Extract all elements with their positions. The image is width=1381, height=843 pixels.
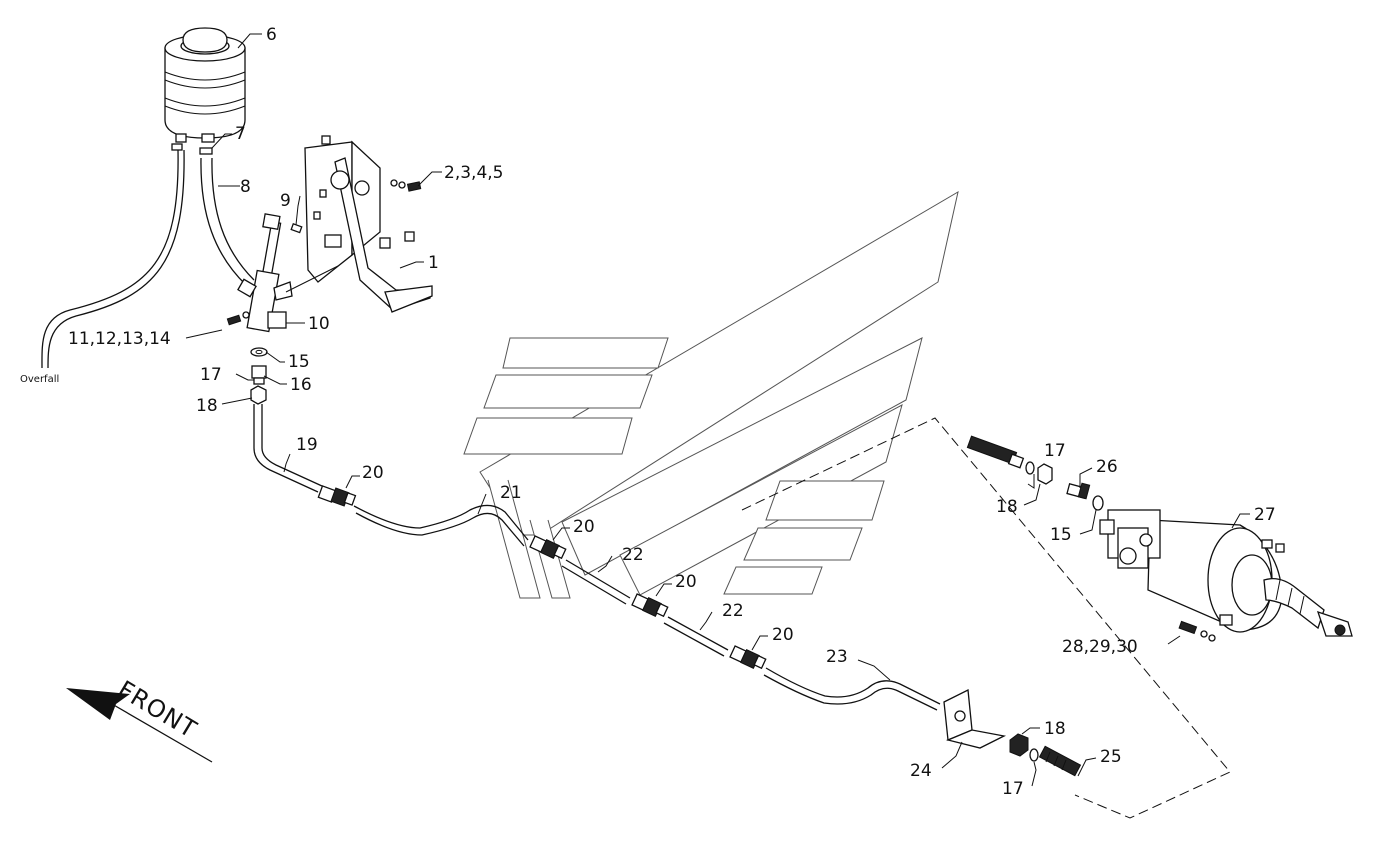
hydraulic-line-19 bbox=[253, 404, 319, 493]
label-20a: 20 bbox=[362, 463, 384, 483]
bolts-28-29-30 bbox=[1178, 620, 1216, 642]
washer-17-lower bbox=[1029, 748, 1039, 762]
label-11-14: 11,12,13,14 bbox=[68, 329, 171, 349]
label-18c: 18 bbox=[1044, 719, 1066, 739]
hydraulic-line-22a bbox=[565, 559, 631, 599]
label-15b: 15 bbox=[1050, 525, 1072, 545]
label-19: 19 bbox=[296, 435, 318, 455]
label-26: 26 bbox=[1096, 457, 1118, 477]
union-20b bbox=[529, 535, 567, 560]
label-2-3-4-5: 2,3,4,5 bbox=[444, 163, 503, 183]
label-7: 7 bbox=[235, 124, 246, 144]
label-9: 9 bbox=[280, 191, 291, 211]
nut-18 bbox=[250, 385, 267, 405]
watermark-logo bbox=[463, 190, 959, 599]
label-22b: 22 bbox=[722, 601, 744, 621]
label-24: 24 bbox=[910, 761, 932, 781]
phantom-lines bbox=[741, 417, 1231, 819]
front-label: FRONT bbox=[113, 675, 202, 744]
fitting-26 bbox=[1066, 482, 1091, 500]
label-15a: 15 bbox=[288, 352, 310, 372]
label-16: 16 bbox=[290, 375, 312, 395]
washer-15-upper bbox=[1092, 495, 1104, 511]
union-20c bbox=[631, 593, 669, 618]
hose-fitting-upper bbox=[966, 435, 1025, 469]
label-17b: 17 bbox=[1044, 441, 1066, 461]
pedal-bracket bbox=[304, 135, 433, 313]
label-10: 10 bbox=[308, 314, 330, 334]
union-20d bbox=[729, 645, 767, 670]
label-17c: 17 bbox=[1002, 779, 1024, 799]
label-21: 21 bbox=[500, 483, 522, 503]
overfall-label: Overfall bbox=[20, 374, 59, 385]
label-20c: 20 bbox=[675, 572, 697, 592]
union-16-17 bbox=[251, 365, 267, 385]
label-22a: 22 bbox=[622, 545, 644, 565]
label-18a: 18 bbox=[196, 396, 218, 416]
label-8: 8 bbox=[240, 177, 251, 197]
bleeder-11-14 bbox=[226, 311, 250, 326]
washer-15 bbox=[250, 347, 268, 357]
label-25: 25 bbox=[1100, 747, 1122, 767]
leader-lines bbox=[185, 33, 1250, 787]
label-18b: 18 bbox=[996, 497, 1018, 517]
label-6: 6 bbox=[266, 25, 277, 45]
washer-17-upper bbox=[1025, 461, 1035, 475]
label-27: 27 bbox=[1254, 505, 1276, 525]
fluid-reservoir bbox=[164, 27, 246, 143]
label-20d: 20 bbox=[772, 625, 794, 645]
label-17a: 17 bbox=[200, 365, 222, 385]
label-28-29-30: 28,29,30 bbox=[1062, 637, 1138, 657]
bracket-24 bbox=[943, 688, 1007, 749]
label-23: 23 bbox=[826, 647, 848, 667]
hose-fitting-25 bbox=[1038, 745, 1082, 777]
front-arrow bbox=[66, 688, 213, 763]
nut-18-lower bbox=[1009, 733, 1029, 757]
overflow-hose bbox=[41, 149, 179, 369]
reservoir-hose-8 bbox=[200, 157, 247, 286]
hydraulic-line-22b bbox=[667, 616, 729, 651]
label-20b: 20 bbox=[573, 517, 595, 537]
nut-18-upper bbox=[1037, 463, 1053, 485]
pin-9 bbox=[290, 222, 303, 234]
fitting-7 bbox=[199, 147, 213, 155]
hydraulic-line-23 bbox=[765, 667, 941, 705]
union-20a bbox=[317, 485, 357, 507]
label-1: 1 bbox=[428, 253, 439, 273]
bolts-2-3-4-5 bbox=[390, 179, 422, 192]
outlet-fitting bbox=[171, 143, 183, 151]
master-cylinder bbox=[237, 213, 339, 333]
hydraulic-line-21 bbox=[353, 504, 529, 541]
clutch-servo bbox=[1099, 509, 1353, 637]
